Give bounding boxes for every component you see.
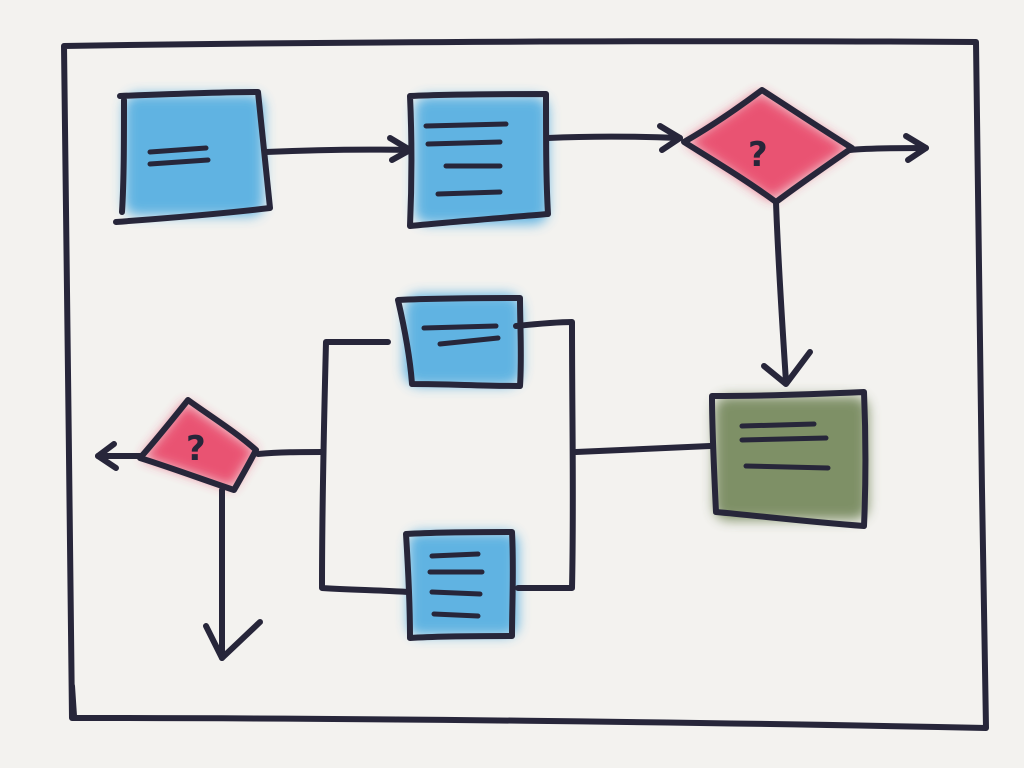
result-box <box>709 389 869 529</box>
outer-frame <box>61 38 989 731</box>
process-box-2-wash <box>414 96 548 224</box>
arrow-right-icon <box>545 123 683 153</box>
process-box-1 <box>113 89 273 225</box>
process-box-3 <box>395 295 524 389</box>
branch-bracket <box>255 319 576 595</box>
process-box-2 <box>407 91 551 229</box>
arrow-down-icon <box>203 487 263 661</box>
arrow-right-icon <box>263 135 413 163</box>
decision-left-label: ? <box>186 429 206 469</box>
arrow-right-icon <box>847 133 929 163</box>
decision-top-label: ? <box>748 135 768 175</box>
arrow-down-icon <box>761 199 813 387</box>
decision-diamond-left: ? <box>137 397 259 493</box>
connector-result-to-branch <box>573 443 713 455</box>
frame-tick-mark <box>69 683 77 719</box>
decision-top-wash <box>686 92 850 200</box>
process-box-1-wash <box>124 94 264 216</box>
process-box-4 <box>403 529 516 641</box>
process-box-4-wash <box>408 532 518 636</box>
arrow-left-icon <box>95 441 143 471</box>
result-box-wash <box>714 396 868 520</box>
